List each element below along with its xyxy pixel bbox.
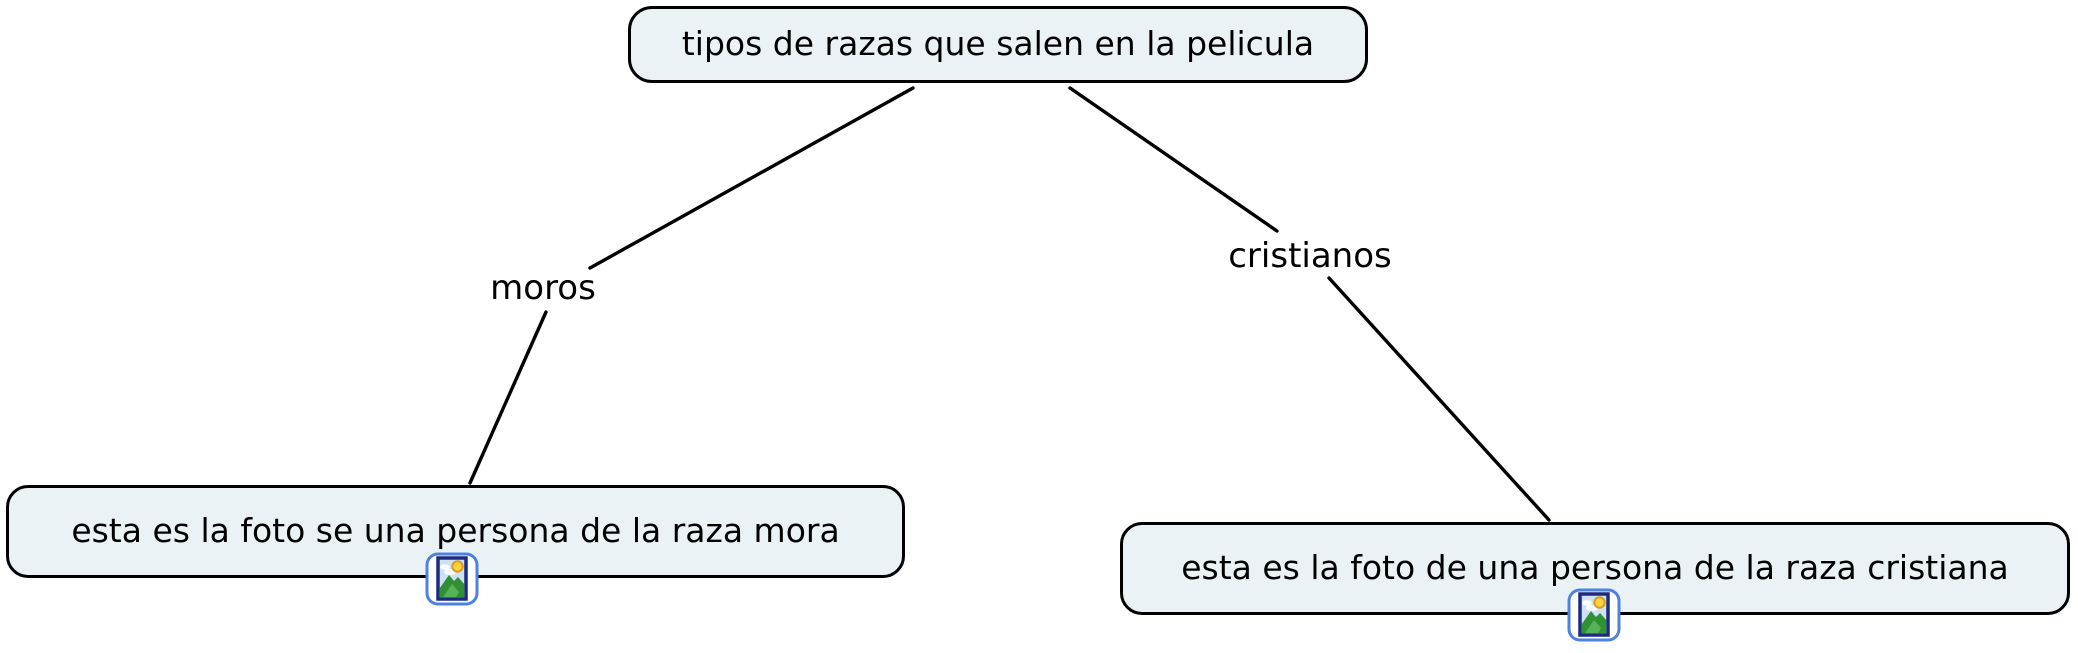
root-concept-node[interactable]: tipos de razas que salen en la pelicula: [628, 6, 1368, 83]
connector-cristianos-to-child[interactable]: [1327, 276, 1551, 522]
concept-label: esta es la foto de una persona de la raz…: [1181, 548, 2009, 588]
concept-label: esta es la foto se una persona de la raz…: [71, 511, 840, 551]
sun-icon: [451, 560, 464, 573]
connector-root-to-moros[interactable]: [588, 86, 915, 270]
root-concept-label: tipos de razas que salen en la pelicula: [681, 24, 1315, 64]
cloud-icon: [440, 564, 450, 570]
sun-icon: [1593, 596, 1606, 609]
linking-phrase-cristianos[interactable]: cristianos: [1228, 236, 1392, 276]
mountain-highlight: [1585, 620, 1601, 634]
connector-moros-to-child[interactable]: [468, 310, 548, 485]
connector-root-to-cristianos[interactable]: [1068, 86, 1279, 233]
cloud-icon: [1582, 600, 1592, 606]
linking-phrase-moros[interactable]: moros: [490, 268, 596, 308]
image-resource-icon[interactable]: [1567, 588, 1621, 642]
image-resource-icon[interactable]: [425, 552, 479, 606]
mountain-highlight: [443, 584, 459, 598]
concept-node-raza-mora[interactable]: esta es la foto se una persona de la raz…: [6, 485, 905, 578]
